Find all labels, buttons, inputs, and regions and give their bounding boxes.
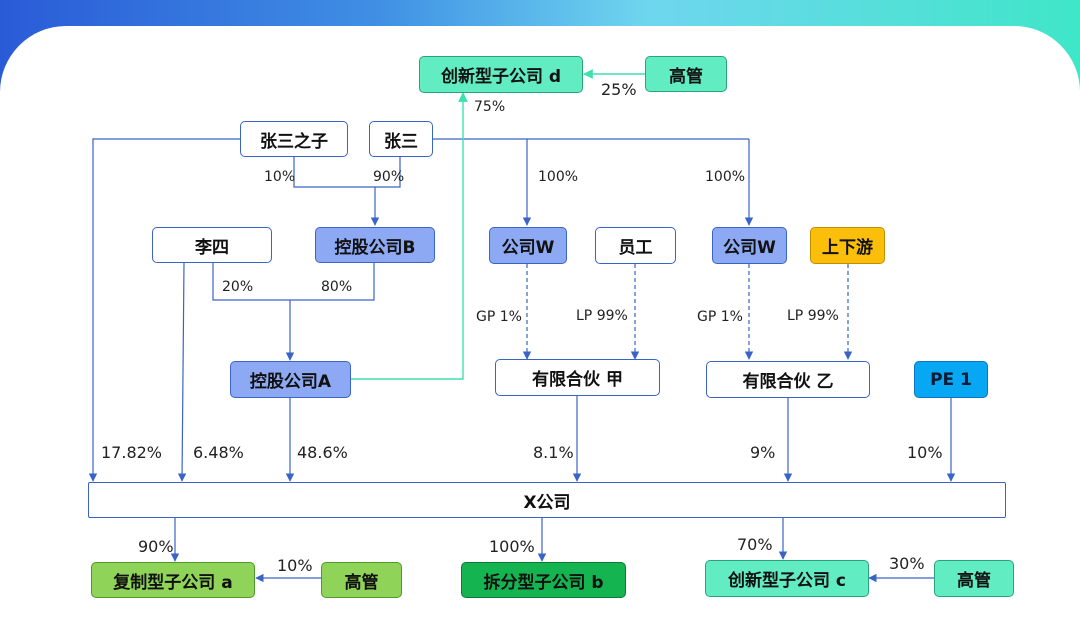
label-d-holding-a-share: 75% — [474, 99, 506, 115]
edge-son-b-bracket — [293, 157, 401, 188]
node-zhangsan: 张三 — [369, 121, 433, 157]
label-jia-to-x-share: 8.1% — [533, 443, 574, 462]
node-management-a: 高管 — [321, 562, 402, 598]
label-zhangsan-to-w2-share: 100% — [705, 169, 746, 185]
edge-li-to-x — [177, 262, 187, 482]
node-lisi: 李四 — [152, 227, 272, 263]
node-x-company: X公司 — [88, 482, 1006, 518]
label-d-management-share: 25% — [601, 80, 637, 99]
node-company-w-1: 公司W — [489, 227, 567, 264]
node-management-d: 高管 — [645, 56, 727, 92]
node-holding-company-b: 控股公司B — [315, 227, 435, 263]
node-upstream-downstream: 上下游 — [810, 227, 885, 264]
label-son-to-b-share: 10% — [264, 169, 296, 185]
label-yi-to-x-share: 9% — [750, 443, 776, 462]
node-pe-1: PE 1 — [914, 361, 988, 398]
label-management-to-c-share: 30% — [889, 554, 925, 573]
node-employees: 员工 — [595, 227, 676, 264]
label-lisi-to-a-share: 20% — [222, 279, 254, 295]
node-zhangsan-son: 张三之子 — [240, 121, 348, 157]
node-holding-company-a: 控股公司A — [230, 361, 351, 398]
label-zhangsan-to-w1-share: 100% — [538, 169, 579, 185]
label-lp-99-jia: LP 99% — [576, 308, 628, 324]
label-lp-99-yi: LP 99% — [787, 308, 839, 324]
node-innovative-subsidiary-c: 创新型子公司 c — [705, 560, 869, 597]
node-innovative-subsidiary-d: 创新型子公司 d — [419, 56, 583, 93]
label-lisi-to-x-share: 6.48% — [193, 443, 244, 462]
node-management-c: 高管 — [934, 560, 1014, 597]
label-b-to-a-share: 80% — [321, 279, 353, 295]
label-pe-to-x-share: 10% — [907, 443, 943, 462]
label-zhangsan-to-b-share: 90% — [373, 169, 405, 185]
content-card — [0, 26, 1080, 626]
edge-li-b-bracket — [212, 263, 375, 301]
label-management-to-a-share: 10% — [277, 556, 313, 575]
connector-lines — [88, 69, 956, 583]
label-a-to-x-share: 48.6% — [297, 443, 348, 462]
node-spinoff-subsidiary-b: 拆分型子公司 b — [461, 562, 626, 598]
label-x-to-c-share: 70% — [737, 535, 773, 554]
label-gp-1-jia: GP 1% — [476, 309, 522, 325]
label-x-to-b-share: 100% — [489, 537, 535, 556]
label-gp-1-yi: GP 1% — [697, 309, 743, 325]
node-limited-partnership-jia: 有限合伙 甲 — [495, 359, 660, 396]
label-x-to-a-share: 90% — [138, 537, 174, 556]
node-limited-partnership-yi: 有限合伙 乙 — [706, 361, 870, 398]
node-company-w-2: 公司W — [712, 227, 787, 264]
edge-son-to-x — [88, 138, 240, 482]
label-son-to-x-share: 17.82% — [101, 443, 163, 462]
edge-a-to-d — [351, 92, 468, 380]
node-replication-subsidiary-a: 复制型子公司 a — [91, 562, 255, 598]
